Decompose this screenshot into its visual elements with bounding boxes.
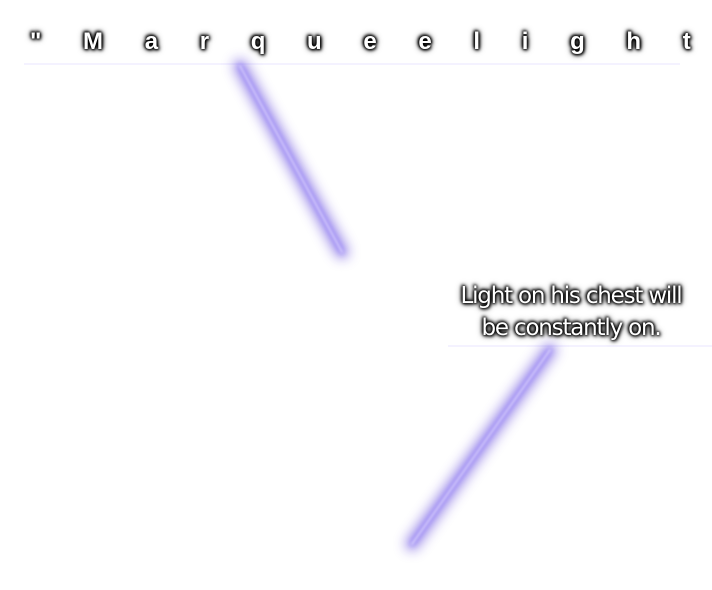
note-leader-glow [405,343,557,551]
top-underline-glow [6,58,694,73]
chest-light-note: Light on his chest will be constantly on… [430,280,712,344]
marquee-light-label: " M a r q u e e l i g h t " r e v i v e … [30,28,712,55]
note-underline-glow [437,342,712,355]
top-leader-glow [233,59,349,259]
chest-light-note-line-2: be constantly on. [481,315,662,341]
chest-light-note-line-1: Light on his chest will [460,283,683,309]
